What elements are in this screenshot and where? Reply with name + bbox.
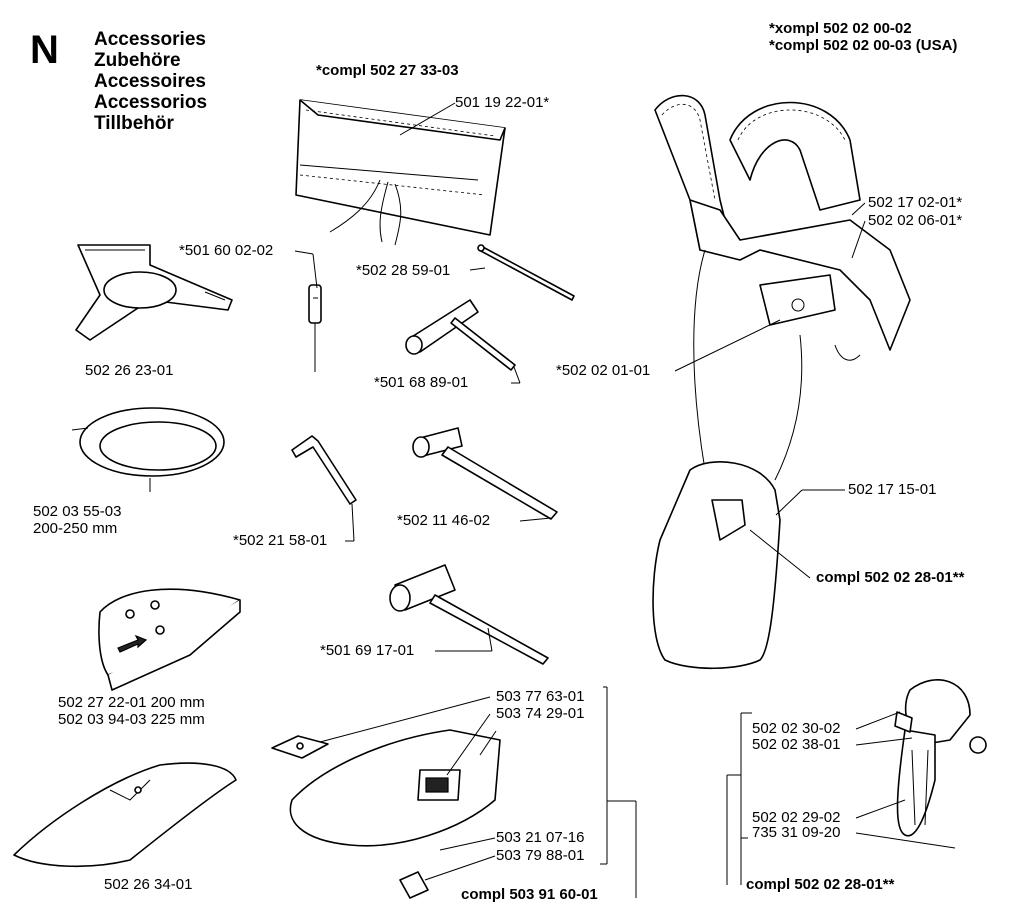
title-fr: Accessoires [94, 71, 206, 92]
cover-guard-label: 502 26 34-01 [104, 876, 193, 893]
rod-label: *502 28 59-01 [356, 262, 451, 279]
hook-c-label: 502 02 29-02 [752, 809, 841, 826]
leader-lines [294, 102, 956, 898]
hook-b-label: 502 02 38-01 [752, 736, 841, 753]
title-sv: Tillbehör [94, 113, 174, 134]
guard-screw-label: 503 21 07-16 [496, 829, 585, 846]
tool-bag-compl-label: *compl 502 27 33-03 [316, 62, 459, 79]
hook-a-label: 502 02 30-02 [752, 720, 841, 737]
blade-guard-label-2: 502 03 94-03 225 mm [58, 711, 205, 728]
harness-compl-1: *xompl 502 02 00-02 [769, 20, 912, 37]
title-de: Zubehöre [94, 50, 181, 71]
guard-plate-label: 503 77 63-01 [496, 688, 585, 705]
blade-guard-drawing [98, 588, 241, 691]
tool-bag-label: 501 19 22-01* [455, 94, 550, 111]
hook-assembly-drawing [894, 679, 987, 837]
plug-spanner-label: *501 69 17-01 [320, 642, 415, 659]
medium-tbox-wrench-drawing [412, 427, 558, 520]
guard-compl-label: compl 503 91 60-01 [461, 886, 598, 903]
strap-a-label: 502 17 02-01* [868, 194, 963, 211]
guard-label-label: 503 74 29-01 [496, 705, 585, 722]
harness-drawing [652, 94, 911, 670]
medium-tbox-wrench-label: *502 11 46-02 [397, 512, 491, 529]
harness-plate-label: *502 02 01-01 [556, 362, 651, 379]
section-titles: Accessories Zubehöre Accessoires Accesso… [94, 29, 207, 134]
blade-guard-label-1: 502 27 22-01 200 mm [58, 694, 205, 711]
small-tbox-wrench-label: *501 68 89-01 [374, 374, 469, 391]
pin-label: *501 60 02-02 [179, 242, 274, 259]
guard-clip-label: 503 79 88-01 [496, 847, 585, 864]
section-letter: N [30, 28, 59, 72]
three-blade-disc-label: 502 26 23-01 [85, 362, 174, 379]
guard-ring-drawing [71, 407, 225, 492]
guard-kit-drawing [271, 729, 501, 899]
title-en: Accessories [94, 29, 206, 50]
pin-drawing [308, 284, 322, 372]
allen-key-drawing [291, 435, 357, 505]
hip-pad-label: 502 17 15-01 [848, 481, 937, 498]
tool-bag-drawing [295, 99, 506, 246]
allen-key-label: *502 21 58-01 [233, 532, 328, 549]
hook-compl-mid-label: compl 502 02 28-01** [816, 569, 965, 586]
title-es: Accessorios [94, 92, 208, 113]
guard-ring-label: 502 03 55-03 [33, 503, 122, 520]
three-blade-disc-drawing [75, 244, 233, 341]
hook-d-label: 735 31 09-20 [752, 824, 841, 841]
small-tbox-wrench-drawing [405, 299, 516, 371]
rod-drawing [477, 244, 575, 301]
strap-b-label: 502 02 06-01* [868, 212, 963, 229]
cover-guard-drawing [13, 762, 237, 868]
guard-ring-size-label: 200-250 mm [33, 520, 118, 537]
plug-spanner-drawing [389, 564, 549, 665]
harness-compl-2: *compl 502 02 00-03 (USA) [769, 37, 958, 54]
hook-compl-bottom-label: compl 502 02 28-01** [746, 876, 895, 893]
